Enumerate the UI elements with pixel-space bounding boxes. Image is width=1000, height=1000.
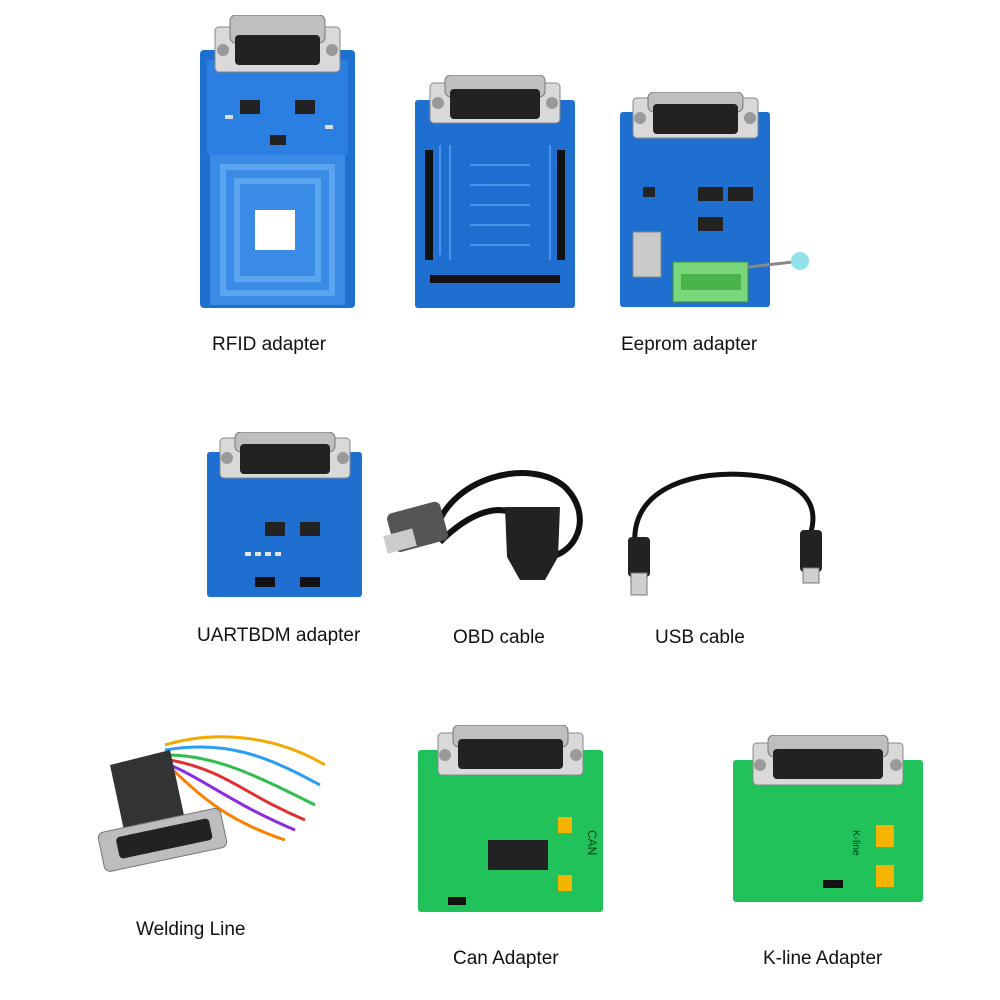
welding-line-image (95, 725, 335, 885)
eeprom-adapter-image (618, 92, 818, 312)
obd-cable-image (380, 462, 600, 592)
can-adapter-label: Can Adapter (453, 948, 559, 969)
usb-cable-image (620, 465, 830, 600)
obd-cable-label: OBD cable (453, 627, 545, 648)
can-adapter-image: CAN (413, 725, 608, 915)
welding-line-label: Welding Line (136, 919, 246, 940)
uartbdm-adapter-image (205, 432, 365, 602)
kline-board-text: K-line (850, 830, 861, 856)
pin-adapter-image (410, 75, 580, 310)
usb-cable-label: USB cable (655, 627, 745, 648)
rfid-adapter-image (195, 15, 360, 310)
kline-adapter-label: K-line Adapter (763, 948, 883, 969)
eeprom-adapter-label: Eeprom adapter (621, 334, 758, 355)
can-board-text: CAN (585, 830, 599, 855)
uartbdm-adapter-label: UARTBDM adapter (197, 625, 361, 646)
rfid-adapter-label: RFID adapter (212, 334, 327, 355)
kline-adapter-image: K-line (728, 735, 928, 905)
